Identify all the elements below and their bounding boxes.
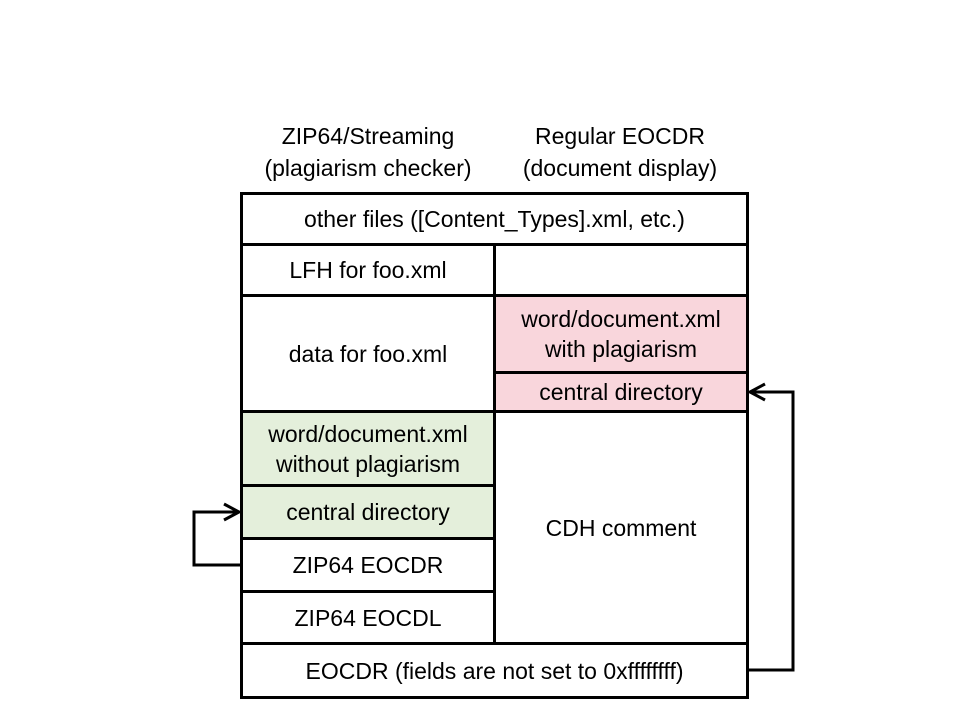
column-header-right: Regular EOCDR (document display) xyxy=(480,120,760,184)
left-subcolumn-zip64: word/document.xml without plagiarism cen… xyxy=(243,413,496,642)
row-other-files: other files ([Content_Types].xml, etc.) xyxy=(243,195,746,246)
cell-data-for-foo-xml: data for foo.xml xyxy=(243,297,496,410)
cell-cdh-comment: CDH comment xyxy=(545,514,697,541)
row-eocdr: EOCDR (fields are not set to 0xffffffff) xyxy=(243,645,746,696)
left-arrow-shaft xyxy=(192,510,240,567)
right-arrow-shaft xyxy=(749,390,795,672)
zip64-eocdr-to-central-directory-arrow xyxy=(192,502,243,567)
row-zip64-block: word/document.xml without plagiarism cen… xyxy=(243,413,746,645)
column-header-left-line2: (plagiarism checker) xyxy=(264,155,472,181)
column-header-left-line1: ZIP64/Streaming xyxy=(281,123,455,149)
cell-doc-without-plagiarism-line2: without plagiarism xyxy=(275,450,461,477)
cell-central-directory-right: central directory xyxy=(496,374,746,410)
row-data-foo: data for foo.xml word/document.xml with … xyxy=(243,297,746,413)
cell-empty xyxy=(496,246,746,294)
cell-other-files: other files ([Content_Types].xml, etc.) xyxy=(304,206,685,232)
zip-structure-table: other files ([Content_Types].xml, etc.) … xyxy=(240,192,749,699)
cell-doc-with-plagiarism: word/document.xml with plagiarism xyxy=(496,297,746,374)
cell-doc-with-plagiarism-line2: with plagiarism xyxy=(544,336,698,362)
left-arrow-head xyxy=(223,502,243,522)
cell-central-directory-left: central directory xyxy=(243,487,493,540)
column-header-right-line1: Regular EOCDR xyxy=(535,123,705,149)
cell-doc-with-plagiarism-line1: word/document.xml xyxy=(521,306,721,332)
column-header-right-line2: (document display) xyxy=(522,155,718,181)
right-arrow-head xyxy=(746,382,766,402)
cell-zip64-eocdl: ZIP64 EOCDL xyxy=(294,604,442,631)
column-header-left: ZIP64/Streaming (plagiarism checker) xyxy=(228,120,508,184)
eocdr-to-central-directory-arrow xyxy=(746,382,795,672)
cell-doc-without-plagiarism: word/document.xml without plagiarism xyxy=(243,413,493,487)
right-subcolumn-plagiarism: word/document.xml with plagiarism centra… xyxy=(496,297,746,410)
row-lfh: LFH for foo.xml xyxy=(243,246,746,297)
cell-zip64-eocdr: ZIP64 EOCDR xyxy=(243,540,493,593)
cell-lfh-foo-xml: LFH for foo.xml xyxy=(243,246,496,294)
cell-doc-without-plagiarism-line1: word/document.xml xyxy=(268,420,468,447)
cell-eocdr: EOCDR (fields are not set to 0xffffffff) xyxy=(305,657,684,684)
